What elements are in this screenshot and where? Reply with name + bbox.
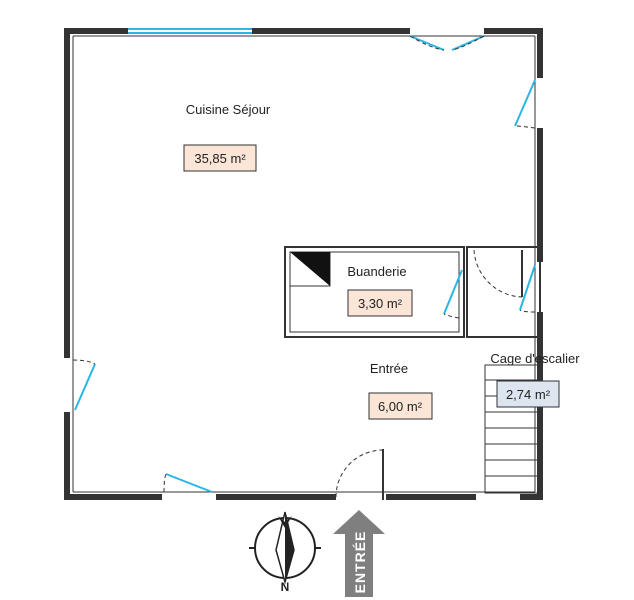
- area-entree: 6,00 m²: [378, 399, 423, 414]
- area-badge-escalier: 2,74 m²: [496, 380, 560, 408]
- compass-icon: N: [249, 511, 321, 594]
- window-right-middle: [519, 264, 536, 313]
- window-bottom: [163, 473, 213, 493]
- window-top-right: [409, 35, 485, 51]
- area-escalier: 2,74 m²: [506, 387, 551, 402]
- closet-walls: [466, 246, 541, 338]
- exterior-walls: [64, 28, 543, 500]
- window-right-top: [514, 79, 536, 129]
- room-name-entree: Entrée: [370, 361, 408, 376]
- window-left: [72, 359, 96, 411]
- area-buanderie: 3,30 m²: [358, 296, 403, 311]
- buanderie-walls: [284, 246, 465, 338]
- entrance-door: [335, 449, 384, 500]
- entrance-arrow-label: ENTRÉE: [352, 531, 368, 594]
- area-badge-buanderie: 3,30 m²: [347, 289, 413, 317]
- area-cuisine: 35,85 m²: [194, 151, 246, 166]
- window-top-left: [128, 28, 252, 34]
- compass-label: N: [281, 580, 290, 594]
- area-badge-cuisine: 35,85 m²: [183, 144, 257, 172]
- entrance-arrow-icon: ENTRÉE: [333, 510, 385, 597]
- wall-outline: [72, 35, 536, 493]
- electrical-panel-icon: [289, 251, 331, 287]
- room-name-buanderie: Buanderie: [347, 264, 406, 279]
- room-name-escalier: Cage d'escalier: [490, 351, 580, 366]
- room-name-cuisine: Cuisine Séjour: [186, 102, 271, 117]
- area-badge-entree: 6,00 m²: [368, 392, 433, 420]
